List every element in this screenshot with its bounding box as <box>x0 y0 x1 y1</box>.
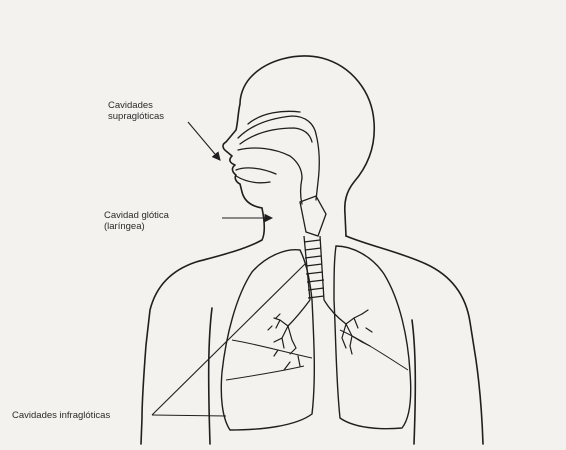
label-glottic-line1: Cavidad glótica <box>104 210 169 221</box>
label-supraglottic-line1: Cavidades <box>108 100 164 111</box>
body-outline <box>141 56 483 444</box>
supraglottic-arrow <box>188 122 220 160</box>
leader-lines <box>152 122 305 416</box>
label-glottic-line2: (laríngea) <box>104 221 169 232</box>
label-supraglottic: Cavidades supraglóticas <box>108 100 164 122</box>
lungs <box>221 246 410 430</box>
right-lung <box>334 246 411 429</box>
label-supraglottic-line2: supraglóticas <box>108 111 164 122</box>
label-infraglottic: Cavidades infraglóticas <box>12 410 110 421</box>
label-infraglottic-line1: Cavidades infraglóticas <box>12 410 110 421</box>
infraglottic-pointer-alveoli <box>152 415 226 416</box>
upper-airway <box>236 111 319 204</box>
left-lung <box>221 250 314 430</box>
label-glottic: Cavidad glótica (laríngea) <box>104 210 169 232</box>
trachea <box>288 196 346 326</box>
bronchial-tree <box>268 310 372 370</box>
